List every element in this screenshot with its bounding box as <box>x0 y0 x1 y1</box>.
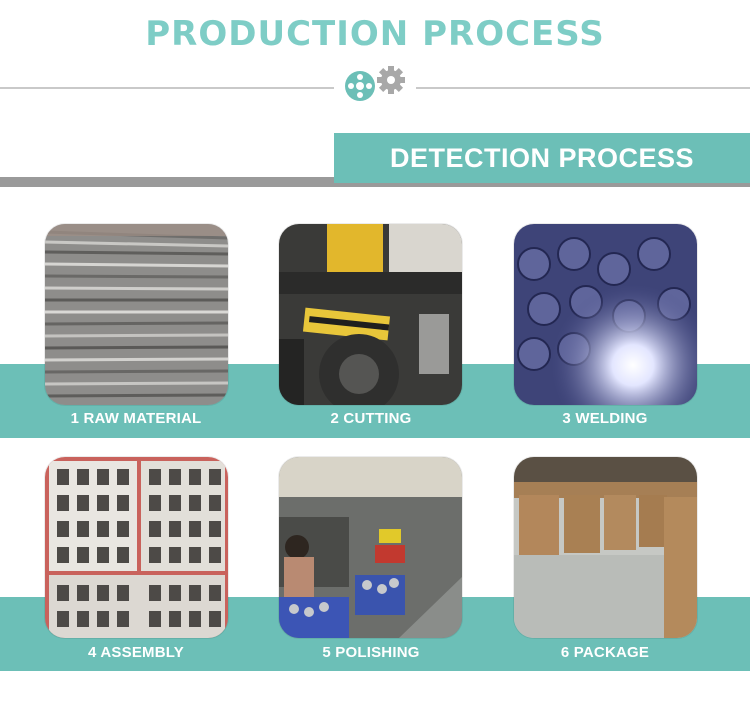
step-label: 1 RAW MATERIAL <box>70 410 202 427</box>
page-title: PRODUCTION PROCESS <box>145 14 605 54</box>
step-label: 5 POLISHING <box>322 644 420 661</box>
step-label: 4 ASSEMBLY <box>88 644 184 661</box>
step-label: 2 CUTTING <box>330 410 412 427</box>
assembly-photo <box>45 457 228 638</box>
welding-photo <box>514 224 697 405</box>
title-divider-right <box>416 87 750 89</box>
title-divider-left <box>0 87 334 89</box>
section-title: DETECTION PROCESS <box>334 133 750 183</box>
package-photo <box>514 457 697 638</box>
step-label: 6 PACKAGE <box>560 644 650 661</box>
cutting-photo <box>279 224 462 405</box>
step-label: 3 WELDING <box>562 410 648 427</box>
gears-icon <box>345 66 405 101</box>
raw-material-photo <box>45 224 228 405</box>
polishing-photo <box>279 457 462 638</box>
